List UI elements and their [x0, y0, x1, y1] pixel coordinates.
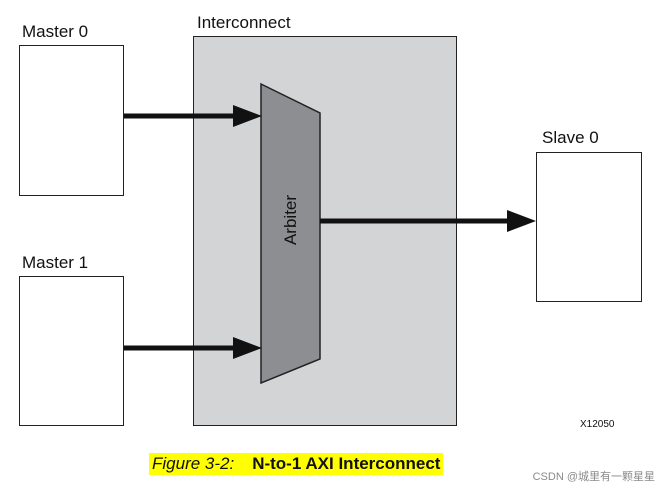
- master-1-block: [19, 276, 124, 426]
- master-0-label: Master 0: [22, 22, 89, 41]
- watermark: CSDN @城里有一颗星星: [532, 471, 655, 483]
- master-0-arrowhead: [233, 105, 262, 127]
- slave-0-label: Slave 0: [542, 128, 599, 147]
- master-0-block: [19, 45, 124, 196]
- slave-0-block: [536, 152, 642, 302]
- caption-prefix: Figure 3-2:: [152, 454, 235, 473]
- figure-id: X12050: [580, 419, 615, 430]
- master-1-arrowhead: [233, 337, 262, 359]
- figure-caption: Figure 3-2: N-to-1 AXI Interconnect: [149, 453, 444, 475]
- arbiter-shape: [260, 82, 321, 385]
- caption-title: N-to-1 AXI Interconnect: [252, 454, 441, 473]
- interconnect-block: [193, 36, 457, 426]
- arbiter-label: Arbiter: [281, 195, 300, 245]
- interconnect-label: Interconnect: [197, 13, 291, 32]
- master-1-label: Master 1: [22, 253, 89, 272]
- slave-0-arrowhead: [507, 210, 536, 232]
